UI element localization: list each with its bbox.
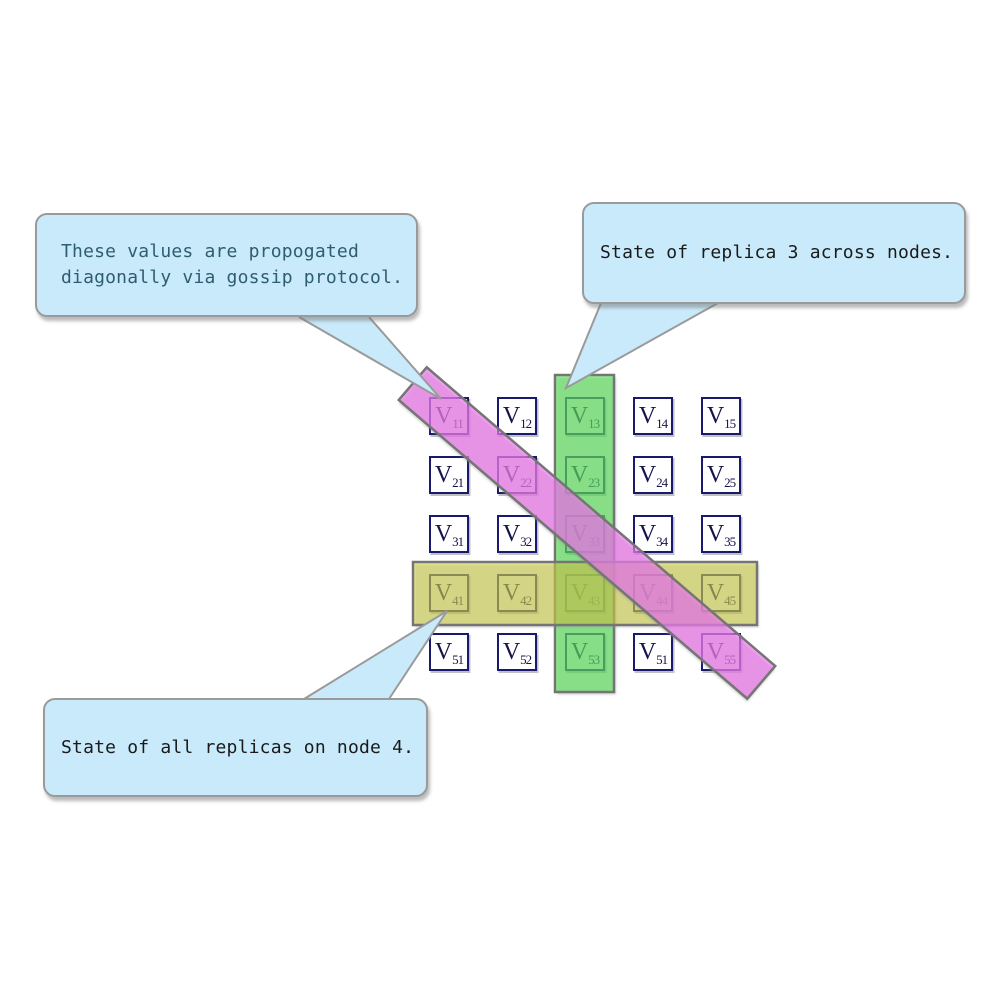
band-node4-row-border xyxy=(411,560,759,627)
cell-subscript: 52 xyxy=(520,651,532,667)
cell-symbol: V xyxy=(638,521,657,547)
cell-subscript: 32 xyxy=(520,533,532,549)
cell-subscript: 24 xyxy=(656,474,668,490)
callout-gossip-line1: These values are propogated xyxy=(61,241,359,262)
cell-symbol: V xyxy=(502,521,521,547)
callout-gossip-protocol: These values are propogated diagonally v… xyxy=(35,213,418,317)
cell-symbol: V xyxy=(706,403,725,429)
callout-replica3-line1: State of replica 3 across nodes. xyxy=(600,242,954,263)
callout-tail-replica3 xyxy=(563,302,719,391)
cell-symbol: V xyxy=(434,521,453,547)
cell-subscript: 51 xyxy=(452,651,464,667)
cell-subscript: 14 xyxy=(656,415,668,431)
cell-symbol: V xyxy=(638,462,657,488)
cell-subscript: 21 xyxy=(452,474,464,490)
cell-subscript: 12 xyxy=(520,415,532,431)
band-gossip-diagonal xyxy=(398,367,776,699)
cell-symbol: V xyxy=(502,403,521,429)
cell-symbol: V xyxy=(434,639,453,665)
cell-subscript: 35 xyxy=(724,533,736,549)
callout-tail-gossip xyxy=(298,316,442,400)
cell-symbol: V xyxy=(638,403,657,429)
callout-node4-state: State of all replicas on node 4. xyxy=(43,698,428,797)
cell-subscript: 51 xyxy=(656,651,668,667)
cell-symbol: V xyxy=(638,639,657,665)
cell-subscript: 15 xyxy=(724,415,736,431)
cell-symbol: V xyxy=(434,462,453,488)
callout-replica3-state: State of replica 3 across nodes. xyxy=(582,202,966,304)
cell-symbol: V xyxy=(706,462,725,488)
cell-symbol: V xyxy=(706,521,725,547)
callout-gossip-line2: diagonally via gossip protocol. xyxy=(61,267,404,288)
callout-node4-line1: State of all replicas on node 4. xyxy=(61,736,415,758)
cell-subscript: 25 xyxy=(724,474,736,490)
cell-subscript: 31 xyxy=(452,533,464,549)
cell-symbol: V xyxy=(502,639,521,665)
cell-subscript: 34 xyxy=(656,533,668,549)
callout-tail-node4 xyxy=(303,610,448,700)
